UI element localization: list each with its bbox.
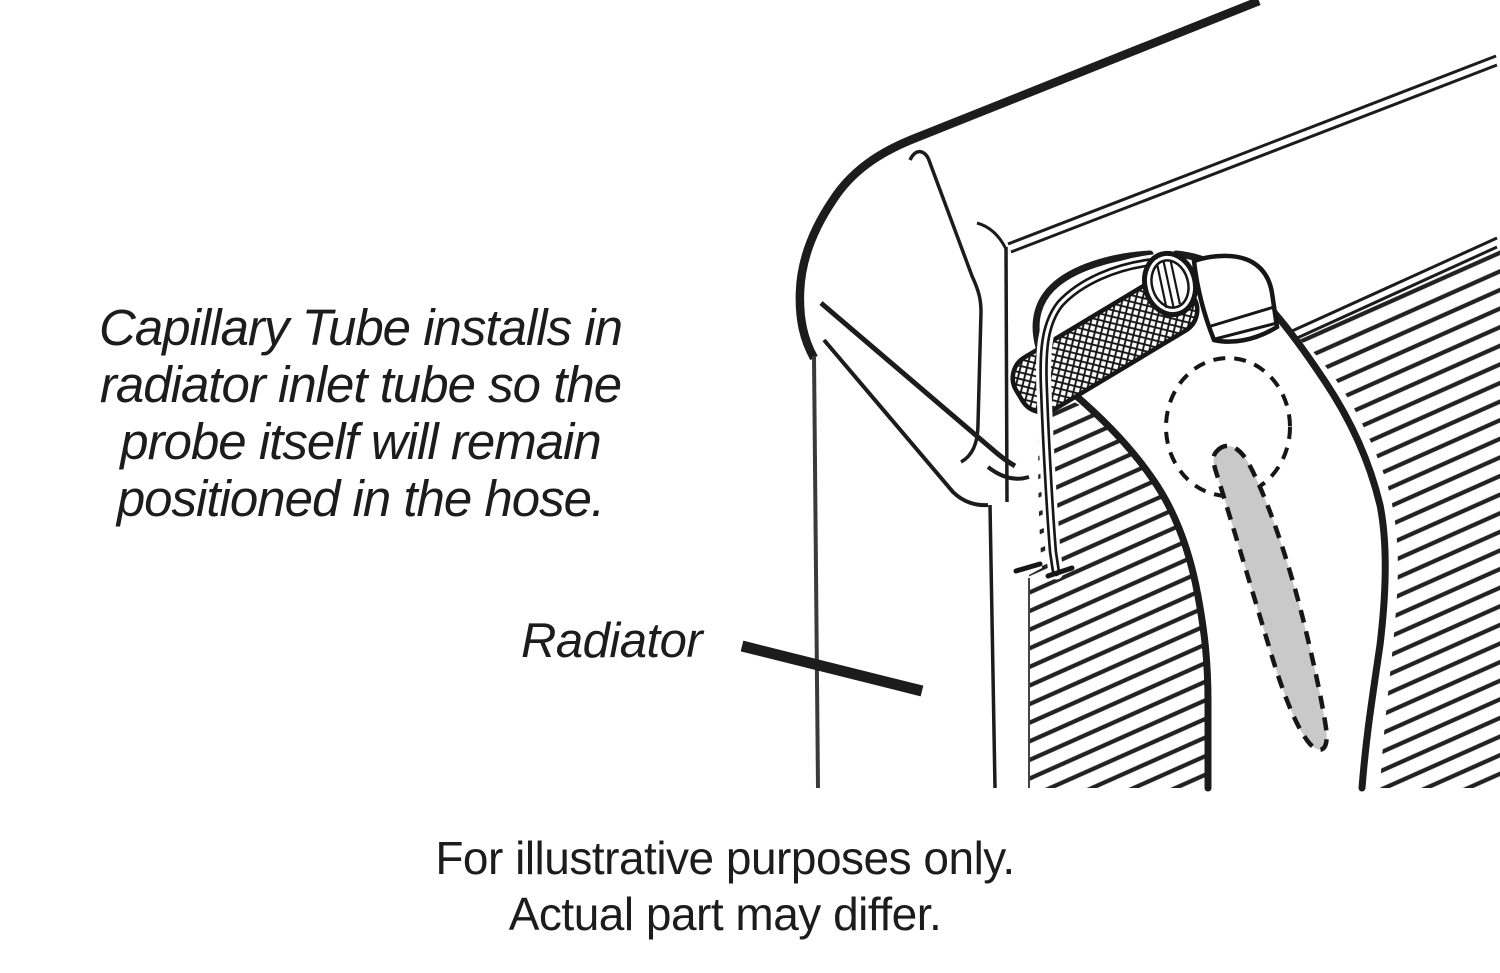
capillary-probe — [1211, 443, 1329, 752]
footnote-line-2: Actual part may differ. — [508, 888, 942, 940]
tube-break-tick-left — [1013, 561, 1043, 574]
radiator-core-fins-left — [1028, 388, 1210, 788]
hidden-inlet-tube-dashed-outline — [1164, 356, 1292, 498]
clamp-screw-housing — [1191, 253, 1280, 344]
caption-line-2: radiator inlet tube so the — [99, 356, 622, 413]
caption-line-3: probe itself will remain — [120, 413, 602, 470]
radiator-tank — [795, 0, 1498, 789]
footnote-line-1: For illustrative purposes only. — [435, 832, 1015, 884]
clamp-screw — [1141, 250, 1280, 344]
tube-break-tick-right — [1045, 565, 1075, 579]
radiator-core-fins-right — [1280, 236, 1500, 788]
caption-line-1: Capillary Tube installs in — [99, 299, 623, 356]
caption-line-4: positioned in the hose. — [116, 470, 605, 527]
footnote-text: For illustrative purposes only. Actual p… — [360, 830, 1090, 942]
capillary-tube — [1013, 254, 1162, 580]
radiator-label: Radiator — [521, 614, 703, 668]
caption-text: Capillary Tube installs in radiator inle… — [28, 299, 693, 527]
radiator-leader-line — [740, 640, 924, 697]
